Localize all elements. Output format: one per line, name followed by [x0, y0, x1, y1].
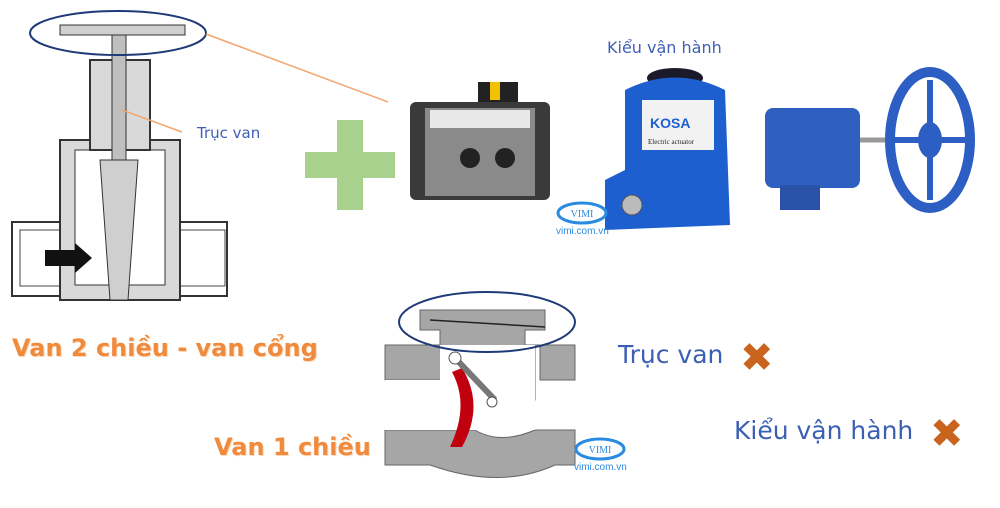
- vimi-logo-bottom: VIMI: [574, 437, 626, 461]
- svg-text:VIMI: VIMI: [589, 445, 612, 456]
- stem-highlight-ellipse: [29, 10, 207, 56]
- x-mark-icon: ✖: [930, 411, 964, 457]
- vimi-logo-top: VIMI: [556, 201, 608, 225]
- watermark-url-top: vimi.com.vn: [556, 226, 609, 237]
- svg-text:VIMI: VIMI: [571, 209, 594, 220]
- callout-line: [205, 33, 389, 103]
- flow-arrow-icon: [45, 243, 92, 273]
- x-mark-icon: ✖: [740, 335, 774, 381]
- stem-label-top: Trục van: [197, 124, 261, 142]
- operation-label-top: Kiểu vận hành: [607, 38, 722, 57]
- svg-text:KOSA: KOSA: [650, 115, 690, 131]
- stem-highlight-ellipse-check: [398, 291, 576, 353]
- operation-label-bottom: Kiểu vận hành: [734, 416, 914, 445]
- gear-operator-image: [765, 67, 975, 213]
- stem-label-bottom: Trục van: [618, 340, 724, 369]
- electric-actuator-image: KOSA Electric actuator: [605, 68, 730, 230]
- gate-valve-title: Van 2 chiều - van cổng: [12, 334, 318, 362]
- gate-valve-drawing: [11, 10, 389, 301]
- plus-icon: [305, 120, 395, 210]
- pneumatic-actuator-image: [410, 82, 550, 200]
- check-valve-drawing: [384, 291, 576, 478]
- watermark-url-bottom: vimi.com.vn: [574, 462, 627, 473]
- check-valve-title: Van 1 chiều: [214, 433, 371, 461]
- svg-text:Electric actuator: Electric actuator: [648, 138, 695, 146]
